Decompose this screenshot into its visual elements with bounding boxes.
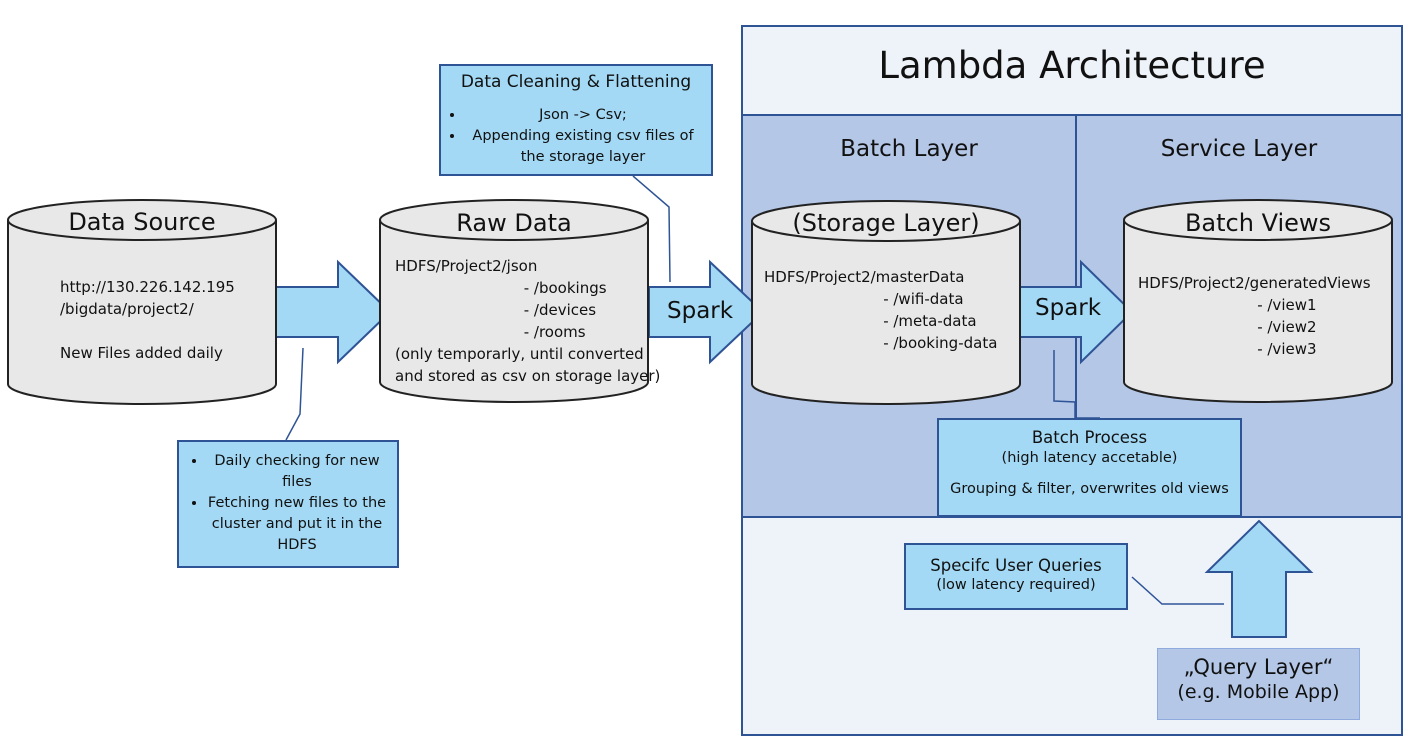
- cleaning-note-list: Json -> Csv; Appending existing csv file…: [441, 105, 711, 168]
- spark-label-2: Spark: [1035, 295, 1102, 321]
- batch-process-note: Batch Process (high latency accetable) G…: [937, 418, 1242, 517]
- batch-views-line-4: - /view3: [1138, 340, 1317, 358]
- spark-label-1: Spark: [667, 298, 734, 324]
- cleaning-note: Data Cleaning & Flattening Json -> Csv; …: [439, 64, 713, 176]
- storage-layer-line-4: - /booking-data: [764, 334, 998, 352]
- raw-data-line-6: and stored as csv on storage layer): [395, 367, 661, 385]
- raw-data-line-1: HDFS/Project2/json: [395, 257, 538, 275]
- fetch-note-bullet-2: Fetching new files to the cluster and pu…: [207, 493, 387, 556]
- user-queries-subtitle: (low latency required): [936, 577, 1096, 593]
- raw-data-line-4: - /rooms: [395, 323, 586, 341]
- batch-process-subtitle: (high latency accetable): [1001, 450, 1178, 466]
- connector-fetch: [285, 347, 304, 441]
- connector-cleaning: [632, 175, 671, 283]
- cleaning-note-bullet-2: Appending existing csv files of the stor…: [465, 126, 701, 168]
- service-layer-title: Service Layer: [1160, 136, 1318, 162]
- batch-process-detail: Grouping & filter, overwrites old views: [950, 481, 1229, 497]
- storage-layer-line-2: - /wifi-data: [764, 290, 964, 308]
- lambda-architecture-title: Lambda Architecture: [878, 44, 1266, 87]
- storage-layer-line-3: - /meta-data: [764, 312, 977, 330]
- fetch-note-list: Daily checking for new files Fetching ne…: [179, 451, 397, 556]
- data-source-title: Data Source: [68, 208, 216, 236]
- query-layer-title: „Query Layer“: [1183, 655, 1334, 679]
- batch-process-title: Batch Process: [1031, 428, 1148, 447]
- raw-data-line-3: - /devices: [395, 301, 597, 319]
- data-source-line-1: http://130.226.142.195: [60, 278, 235, 296]
- raw-data-line-2: - /bookings: [395, 279, 607, 297]
- connector-user-queries: [1131, 576, 1224, 605]
- raw-data-cylinder: [379, 199, 649, 403]
- raw-data-line-5: (only temporarly, until converted: [395, 345, 644, 363]
- arrow-query-up: [1204, 519, 1314, 638]
- user-queries-title: Specifc User Queries: [930, 556, 1102, 575]
- cleaning-note-bullet-1: Json -> Csv;: [465, 105, 701, 126]
- batch-views: Batch Views HDFS/Project2/generatedViews…: [1124, 200, 1392, 400]
- batch-views-cylinder: [1123, 199, 1393, 403]
- storage-layer-title: (Storage Layer): [792, 209, 980, 237]
- data-source-line-4: New Files added daily: [60, 344, 223, 362]
- data-source: Data Source http://130.226.142.195 /bigd…: [8, 200, 276, 400]
- batch-views-line-3: - /view2: [1138, 318, 1317, 336]
- batch-views-line-1: HDFS/Project2/generatedViews: [1138, 274, 1371, 292]
- arrow-source-to-raw: [275, 259, 392, 365]
- raw-data: Raw Data HDFS/Project2/json - /bookings …: [380, 200, 660, 400]
- storage-layer-cylinder: [751, 200, 1021, 405]
- batch-views-title: Batch Views: [1184, 209, 1332, 237]
- batch-views-line-2: - /view1: [1138, 296, 1317, 314]
- connector-batch-process: [1053, 350, 1100, 419]
- fetch-note: Daily checking for new files Fetching ne…: [177, 440, 399, 568]
- storage-layer: (Storage Layer) HDFS/Project2/masterData…: [752, 201, 1020, 401]
- raw-data-title: Raw Data: [456, 209, 572, 237]
- fetch-note-bullet-1: Daily checking for new files: [207, 451, 387, 493]
- query-layer-subtitle: (e.g. Mobile App): [1177, 681, 1340, 703]
- data-source-line-2: /bigdata/project2/: [60, 300, 194, 318]
- batch-layer-title: Batch Layer: [840, 136, 978, 162]
- arrow-storage-to-views: [1019, 259, 1134, 365]
- data-source-cylinder: [7, 199, 277, 405]
- cleaning-note-title: Data Cleaning & Flattening: [460, 72, 692, 92]
- user-queries-note: Specifc User Queries (low latency requir…: [904, 543, 1128, 610]
- arrow-raw-to-storage: [648, 259, 765, 365]
- storage-layer-line-1: HDFS/Project2/masterData: [764, 268, 965, 286]
- query-layer-box: „Query Layer“ (e.g. Mobile App): [1157, 648, 1360, 720]
